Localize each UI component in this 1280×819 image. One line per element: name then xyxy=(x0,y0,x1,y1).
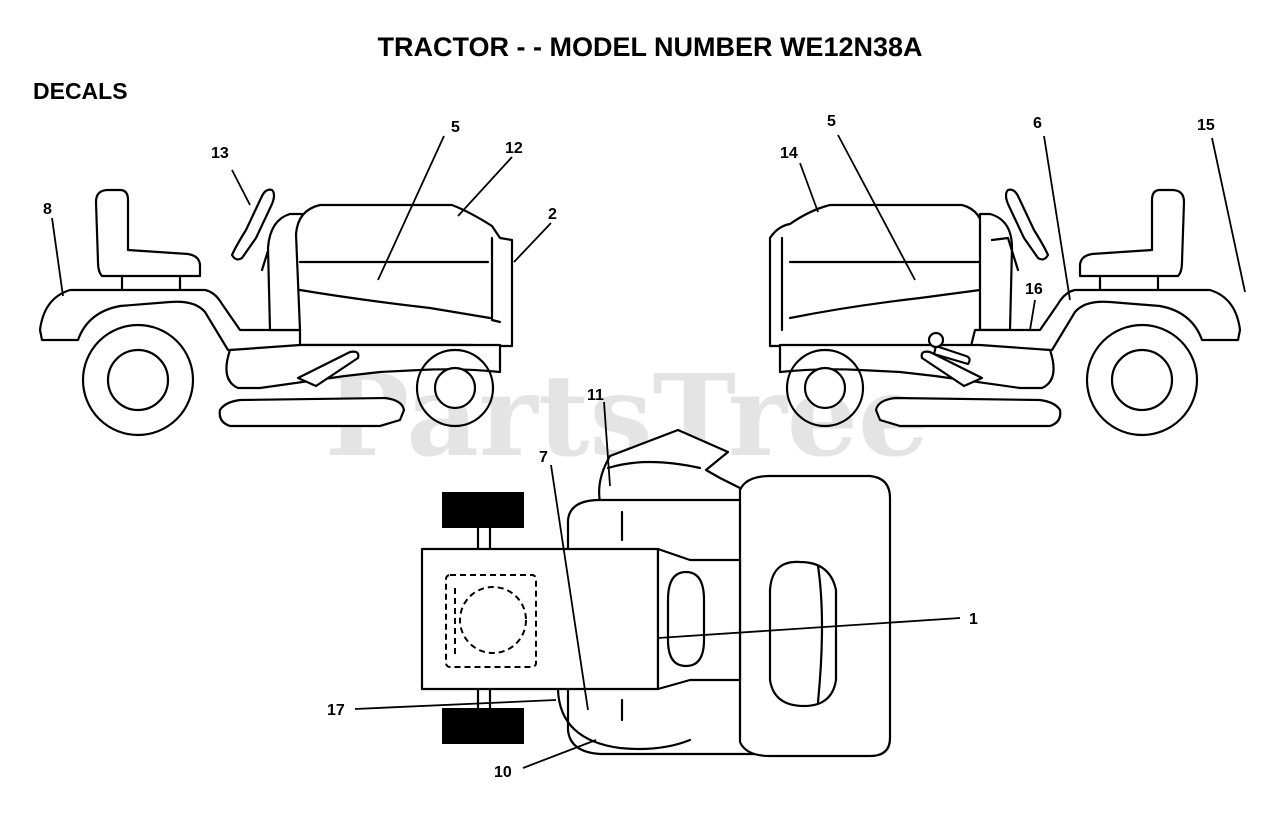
callout-10: 10 xyxy=(494,764,512,781)
callout-1: 1 xyxy=(969,611,978,628)
section-label: DECALS xyxy=(33,78,128,104)
callout-7: 7 xyxy=(539,449,548,466)
callout-8: 8 xyxy=(43,201,52,218)
right-view-leaders xyxy=(799,134,1246,331)
callout-14: 14 xyxy=(780,145,798,162)
callout-16: 16 xyxy=(1025,281,1043,298)
callout-6: 6 xyxy=(1033,115,1042,132)
callout-5-right: 5 xyxy=(827,113,836,130)
left-view-leaders xyxy=(51,135,552,297)
top-view-leaders xyxy=(354,401,961,769)
callout-13: 13 xyxy=(211,145,229,162)
tractor-top-view xyxy=(420,428,892,758)
callout-17: 17 xyxy=(327,702,345,719)
callout-5-left: 5 xyxy=(451,119,460,136)
callout-15: 15 xyxy=(1197,117,1215,134)
callout-11: 11 xyxy=(587,387,604,404)
callout-2: 2 xyxy=(548,206,557,223)
tractor-right-side-view xyxy=(768,188,1242,437)
tractor-left-side-view xyxy=(38,188,514,437)
page-title: TRACTOR - - MODEL NUMBER WE12N38A xyxy=(377,32,922,62)
callout-12: 12 xyxy=(505,140,523,157)
